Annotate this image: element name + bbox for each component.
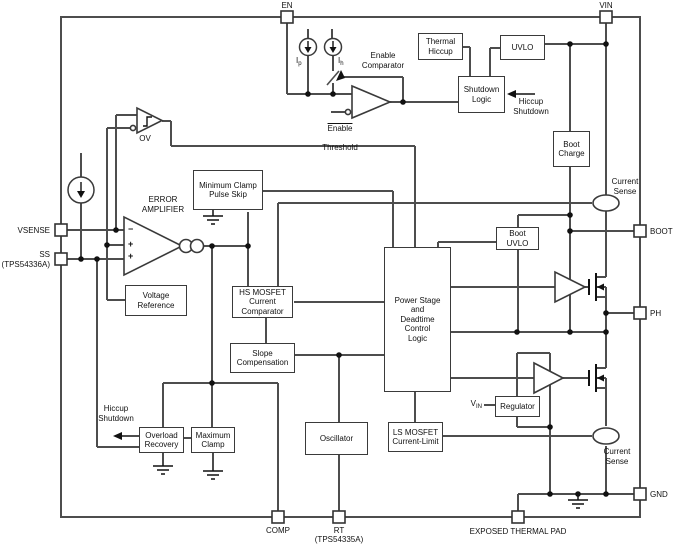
pin-comp [271, 510, 285, 524]
ih-label: Ih [338, 56, 344, 67]
hiccup-shutdown-in-arrow [507, 90, 516, 98]
pin-vsense [54, 223, 68, 237]
pin-ph-label: PH [650, 309, 662, 318]
enable-threshold-label: Enable Threshold [312, 114, 368, 162]
error-amplifier-label: ERROR AMPLIFIER [141, 195, 185, 214]
signal-arrowheads [113, 90, 516, 440]
ls-gate-driver-icon [533, 361, 565, 395]
pin-vin-label: VIN [599, 1, 613, 10]
pin-en [280, 10, 294, 24]
ls-current-sense-label: Current Sense [603, 447, 631, 466]
regulator-vin-label: VIN [470, 399, 482, 410]
hs-current-sense-icon [592, 194, 620, 212]
pin-comp-label: COMP [266, 526, 290, 535]
hysteresis-glyph [143, 116, 152, 127]
pin-boot-label: BOOT [650, 227, 673, 236]
pin-boot [633, 224, 647, 238]
ov-label: OV [139, 134, 151, 143]
ls-mosfet-icon [588, 364, 604, 392]
pin-thermal-pad [511, 510, 525, 524]
hiccup-shutdown-label-right: Hiccup Shutdown [513, 97, 549, 116]
pin-ss-note: (TPS54336A) [1, 260, 50, 269]
amp-inverting-sign: − [128, 224, 134, 234]
ip-label: Ip [296, 56, 302, 67]
error-amplifier-icon [123, 215, 184, 277]
hs-gate-driver-icon [554, 270, 587, 304]
pin-rt [332, 510, 346, 524]
block-minimum-clamp-pulse-skip: Minimum Clamp Pulse Skip [193, 170, 263, 210]
hiccup-shutdown-out-arrow [113, 432, 122, 440]
hs-current-sense-label: Current Sense [611, 177, 639, 196]
pin-gnd [633, 487, 647, 501]
ov-comparator-icon [136, 106, 164, 135]
circuit-wires [67, 23, 634, 511]
enable-comparator-icon [351, 84, 393, 120]
block-overload-recovery: Overload Recovery [139, 427, 184, 453]
block-thermal-hiccup: Thermal Hiccup [418, 33, 463, 60]
block-slope-compensation: Slope Compensation [230, 343, 295, 373]
enable-threshold-line1: Enable [327, 123, 353, 133]
pin-squares [54, 10, 647, 524]
hiccup-shutdown-label-left: Hiccup Shutdown [98, 404, 134, 423]
amp-noninverting-sign: + [128, 251, 134, 261]
gm-output-icon [189, 238, 205, 254]
amp-noninverting-sign: + [128, 239, 134, 249]
pin-en-label: EN [281, 1, 293, 10]
enable-inverting-bubble [344, 108, 352, 116]
block-voltage-reference: Voltage Reference [125, 285, 187, 316]
enable-hysteresis-switch-icon [326, 70, 345, 86]
pin-rt-label: RT [333, 526, 345, 535]
pin-ph [633, 306, 647, 320]
ground-symbols [153, 210, 588, 509]
block-boot-charge: Boot Charge [553, 131, 590, 167]
pin-vsense-label: VSENSE [17, 226, 50, 235]
pin-rt-note: (TPS54335A) [314, 535, 364, 544]
chip-boundary [60, 16, 641, 518]
block-ls-mosfet-current-limit: LS MOSFET Current-Limit [388, 422, 443, 452]
enable-comparator-label: Enable Comparator [361, 51, 405, 70]
hs-mosfet-icon [588, 273, 604, 301]
block-shutdown-logic: Shutdown Logic [458, 76, 505, 113]
block-oscillator: Oscillator [305, 422, 368, 455]
block-boot-uvlo: Boot UVLO [496, 227, 539, 250]
ov-inverting-bubble [129, 124, 137, 132]
junction-dots [78, 41, 609, 497]
pin-vin [599, 10, 613, 24]
thermal-pad-label: EXPOSED THERMAL PAD [469, 527, 567, 536]
ls-current-sense-icon [592, 427, 620, 445]
current-source-icons [67, 37, 343, 204]
block-hs-mosfet-current-comparator: HS MOSFET Current Comparator [232, 286, 293, 318]
pin-gnd-label: GND [650, 490, 668, 499]
block-uvlo: UVLO [500, 35, 545, 60]
pin-ss-label: SS [39, 250, 50, 259]
enable-threshold-line2: Threshold [322, 142, 358, 152]
pin-ss [54, 252, 68, 266]
block-maximum-clamp: Maximum Clamp [191, 427, 235, 453]
block-regulator: Regulator [495, 396, 540, 417]
block-power-stage: Power Stage and Deadtime Control Logic [384, 247, 451, 392]
